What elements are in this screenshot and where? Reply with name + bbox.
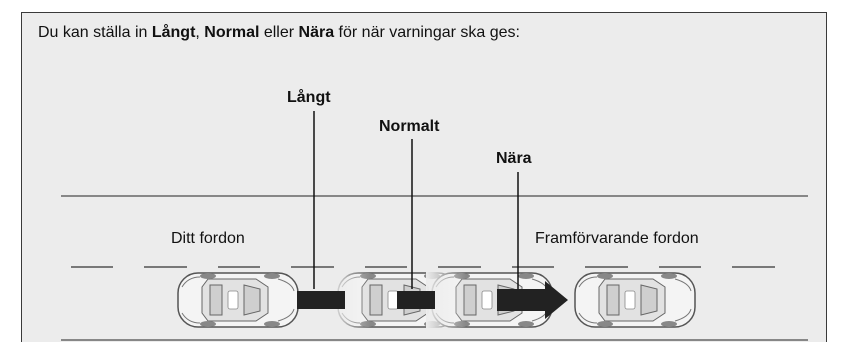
distance-bar-normal	[397, 291, 435, 309]
marker-label-far: Långt	[287, 89, 331, 106]
intro-sep1: ,	[195, 24, 205, 41]
option-normal: Normal	[204, 24, 260, 41]
intro-text: Du kan ställa in Långt, Normal eller När…	[38, 24, 520, 42]
marker-label-normal: Normalt	[379, 118, 440, 135]
own-vehicle-car	[177, 272, 299, 328]
marker-label-near: Nära	[496, 150, 532, 167]
option-far: Långt	[151, 24, 196, 41]
intro-suffix: för när varningar ska ges:	[334, 24, 520, 41]
distance-arrow-near	[497, 281, 568, 319]
intro-sep2: eller	[259, 24, 299, 41]
option-near: Nära	[298, 24, 335, 41]
distance-bar-far	[297, 291, 345, 309]
vehicle-ahead-car	[574, 272, 696, 328]
label-your-vehicle: Ditt fordon	[171, 230, 245, 247]
label-vehicle-ahead: Framförvarande fordon	[535, 230, 699, 247]
intro-prefix: Du kan ställa in	[38, 24, 152, 41]
